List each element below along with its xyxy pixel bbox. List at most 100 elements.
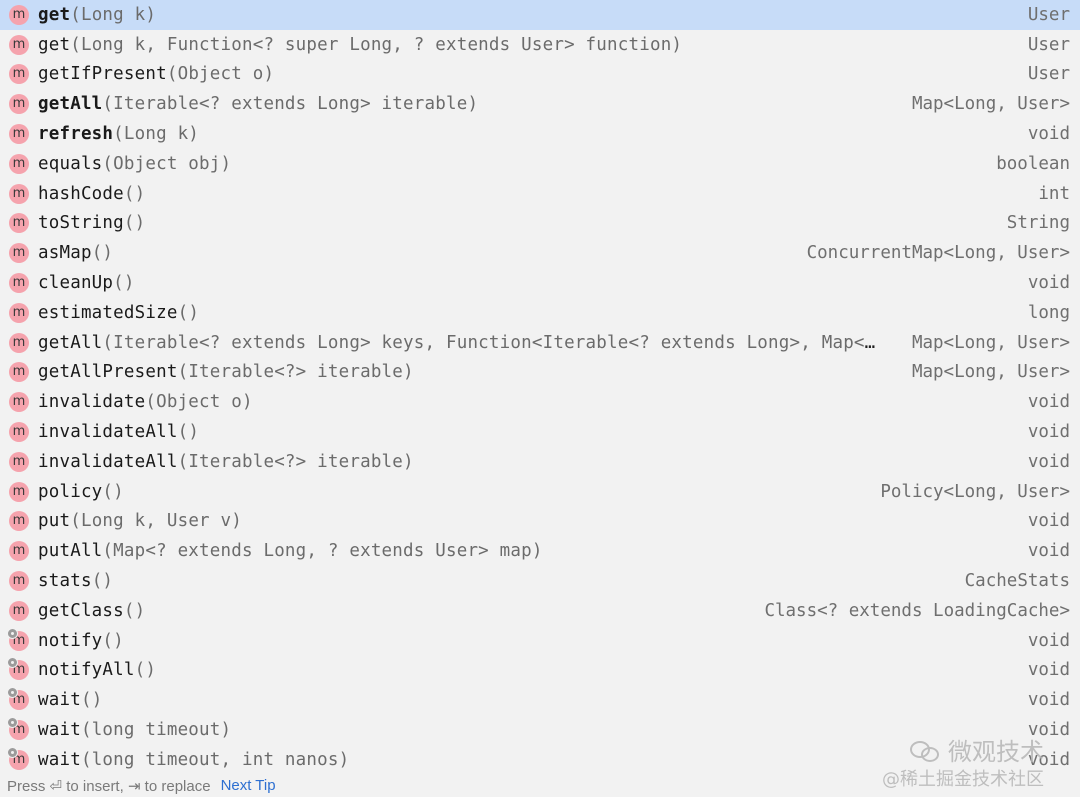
method-signature: cleanUp() <box>38 273 1002 293</box>
inherited-lock-icon <box>7 627 18 639</box>
method-params: () <box>177 302 200 323</box>
return-type: void <box>1027 630 1070 651</box>
method-icon-letter: m <box>12 424 26 440</box>
method-icon: m <box>9 511 29 532</box>
method-name: wait <box>38 749 81 770</box>
method-icon: m <box>7 627 29 651</box>
method-name: notify <box>38 630 103 651</box>
method-icon: m <box>9 332 29 353</box>
footer-hint: Press ⏎ to insert, ⇥ to replace <box>7 777 211 795</box>
watermark-subtitle: @稀土掘金技术社区 <box>882 769 1044 790</box>
method-name: getClass <box>38 600 124 621</box>
return-type: void <box>1027 660 1070 681</box>
method-icon: m <box>9 541 29 562</box>
inherited-lock-icon <box>7 687 18 699</box>
method-icon-letter: m <box>12 364 26 380</box>
method-icon: m <box>9 94 29 115</box>
return-type: Map<Long, User> <box>911 94 1070 115</box>
method-signature: get(Long k, Function<? super Long, ? ext… <box>38 35 1002 55</box>
method-signature: notifyAll() <box>38 660 1002 680</box>
method-icon-letter: m <box>12 185 26 201</box>
return-type: Class<? extends LoadingCache> <box>764 600 1070 621</box>
method-icon: m <box>9 153 29 174</box>
method-signature: wait() <box>38 690 1002 710</box>
method-icon: m <box>7 717 29 741</box>
completion-item[interactable]: m notifyAll() void <box>0 656 1080 686</box>
method-icon-letter: m <box>12 573 26 589</box>
inherited-lock-icon <box>7 717 18 729</box>
method-icon: m <box>9 34 29 55</box>
method-signature: wait(long timeout, int nanos) <box>38 750 1002 770</box>
return-type: void <box>1027 511 1070 532</box>
method-icon: m <box>9 302 29 323</box>
inherited-lock-icon <box>7 657 18 669</box>
method-signature: getAllPresent(Iterable<?> iterable) <box>38 362 886 382</box>
method-name: toString <box>38 213 124 234</box>
method-icon: m <box>9 571 29 592</box>
method-name: stats <box>38 571 92 592</box>
method-name: getAllPresent <box>38 362 178 383</box>
method-name: wait <box>38 690 81 711</box>
completion-footer: Press ⏎ to insert, ⇥ to replace Next Tip <box>0 774 1080 797</box>
method-signature: get(Long k) <box>38 5 1002 25</box>
method-signature: equals(Object obj) <box>38 154 970 174</box>
completion-item[interactable]: m get(Long k, Function<? super Long, ? ex… <box>0 30 1080 60</box>
method-name: notifyAll <box>38 660 135 681</box>
method-name: wait <box>38 720 81 741</box>
method-params: (long timeout, int nanos) <box>80 749 350 770</box>
return-type: User <box>1027 4 1070 25</box>
method-name: get <box>38 34 71 55</box>
method-name: getAll <box>38 94 103 115</box>
return-type: void <box>1027 422 1070 443</box>
method-params: (Iterable<?> iterable) <box>177 451 414 472</box>
method-icon: m <box>9 392 29 413</box>
return-type: User <box>1027 34 1070 55</box>
method-signature: invalidate(Object o) <box>38 392 1002 412</box>
wechat-logo-icon <box>910 739 940 762</box>
return-type: Policy<Long, User> <box>880 481 1070 502</box>
method-icon-letter: m <box>12 36 26 52</box>
method-signature: refresh(Long k) <box>38 124 1002 144</box>
method-icon: m <box>9 124 29 145</box>
method-icon: m <box>9 362 29 383</box>
return-type: void <box>1027 541 1070 562</box>
method-icon-letter: m <box>12 543 26 559</box>
completion-list: m get(Long k) User m get(Long k, Function<? … <box>0 0 1080 772</box>
watermark: 微观技术 @稀土掘金技术社区 <box>882 732 1044 791</box>
method-params: () <box>80 690 103 711</box>
method-name: refresh <box>38 124 114 145</box>
method-icon: m <box>9 481 29 502</box>
method-signature: getIfPresent(Object o) <box>38 64 1002 84</box>
method-name: hashCode <box>38 183 124 204</box>
next-tip-link[interactable]: Next Tip <box>220 777 276 794</box>
method-icon: m <box>7 657 29 681</box>
return-type: Map<Long, User> <box>911 332 1070 353</box>
method-icon-letter: m <box>12 394 26 410</box>
return-type: long <box>1027 302 1070 323</box>
